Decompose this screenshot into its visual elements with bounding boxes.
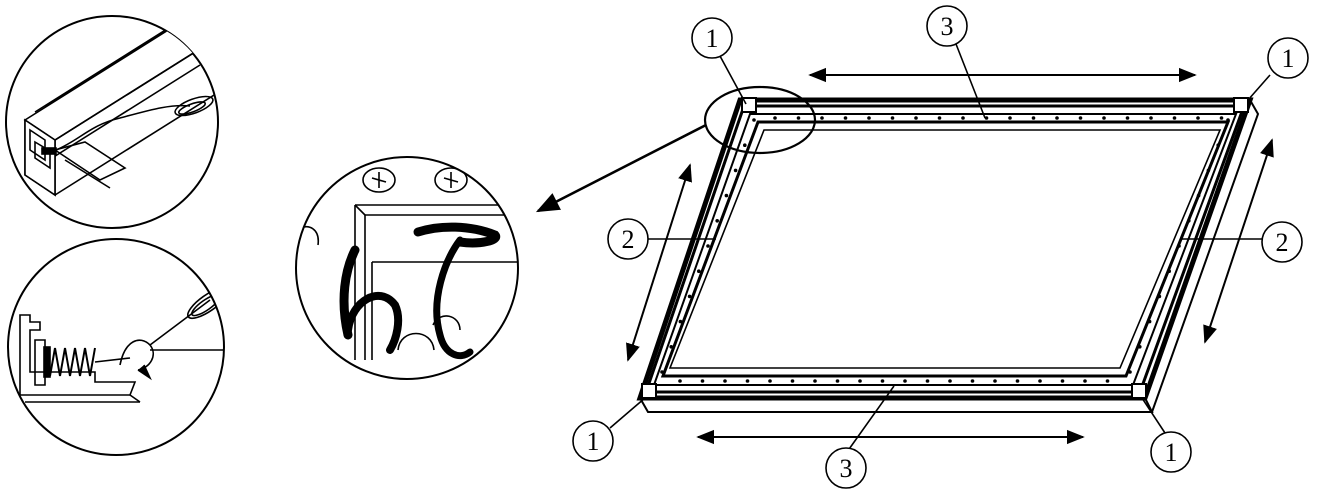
corner-highlight-ellipse [703, 85, 817, 155]
frame-rivets [660, 116, 1230, 383]
corner-magnified-detail [295, 156, 519, 380]
callout-1-bottom-left: 1 [572, 420, 614, 462]
magnify-pointer-arrow [535, 123, 707, 213]
callout-1-top-left: 1 [691, 17, 733, 59]
svg-text:3: 3 [840, 454, 853, 483]
callout-2-right: 2 [1261, 221, 1303, 263]
frame-assembly [636, 97, 1260, 413]
spring-section-detail [7, 238, 225, 456]
leader-lines [609, 43, 1271, 453]
profile-detail-top [5, 15, 219, 229]
svg-text:2: 2 [622, 225, 635, 254]
svg-text:1: 1 [706, 24, 719, 53]
callout-1-top-right: 1 [1267, 37, 1309, 79]
callout-3-bottom: 3 [825, 447, 867, 489]
svg-text:1: 1 [1165, 438, 1178, 467]
right-direction-arrow [1203, 138, 1274, 344]
callout-2-left: 2 [607, 218, 649, 260]
svg-text:3: 3 [941, 12, 954, 41]
callout-1-bottom-right: 1 [1150, 431, 1192, 473]
svg-text:1: 1 [1282, 44, 1295, 73]
left-direction-arrow [626, 163, 692, 362]
svg-text:1: 1 [587, 427, 600, 456]
callout-3-top: 3 [926, 5, 968, 47]
svg-text:2: 2 [1276, 228, 1289, 257]
